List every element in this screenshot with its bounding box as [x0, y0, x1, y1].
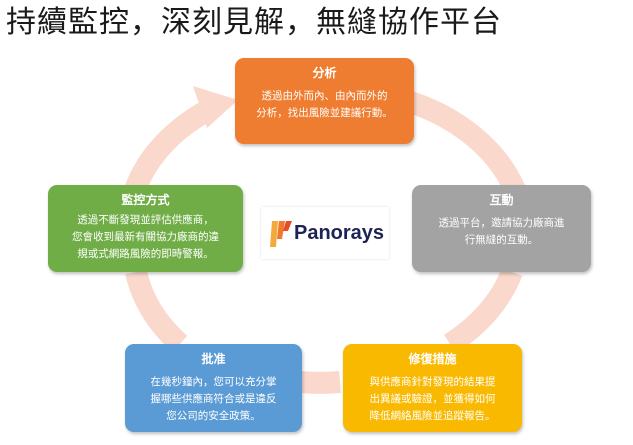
card-remediate-line: 降低網絡風險並追蹤報告。 — [369, 410, 496, 422]
card-analyze-line: 透過由外而內、由內而外的 — [261, 90, 388, 102]
card-analyze-heading: 分析 — [312, 66, 337, 80]
card-interact-line: 透過平台，邀請協力廠商進 — [438, 217, 565, 229]
cycle-arrowhead — [193, 86, 238, 128]
card-monitor-body: 透過不斷發現並評估供應商， 您會收到最新有關協力廠商的違 規或式網路風險的即時警… — [54, 212, 237, 263]
panorays-stripes-icon — [270, 221, 292, 247]
card-approve-heading: 批准 — [201, 352, 226, 366]
card-approve-line: 在幾秒鐘內，您可以充分掌 — [150, 376, 277, 388]
page-title: 持續監控，深刻見解，無縫協作平台 — [6, 5, 502, 40]
card-monitor: 監控方式 透過不斷發現並評估供應商， 您會收到最新有關協力廠商的違 規或式網路風… — [48, 185, 243, 272]
card-monitor-line: 規或式網路風險的即時警報。 — [77, 248, 214, 260]
card-monitor-heading: 監控方式 — [121, 193, 170, 207]
cycle-arc — [124, 98, 218, 195]
card-remediate-line: 與供應商針對發現的結果提 — [369, 376, 496, 388]
card-monitor-line: 您會收到最新有關協力廠商的違 — [72, 231, 219, 243]
card-approve-body: 在幾秒鐘內，您可以充分掌 握哪些供應商符合或是違反 您公司的安全政策。 — [131, 374, 296, 425]
card-remediate-heading: 修復措施 — [408, 352, 457, 366]
card-approve-line: 您公司的安全政策。 — [166, 410, 261, 422]
card-approve: 批准 在幾秒鐘內，您可以充分掌 握哪些供應商符合或是違反 您公司的安全政策。 — [125, 344, 302, 432]
cycle-arc — [125, 269, 188, 353]
card-analyze-line: 分析，找出風險並建議行動。 — [256, 107, 393, 119]
logo-text: Panorays — [294, 222, 385, 244]
card-analyze: 分析 透過由外而內、由內而外的 分析，找出風險並建議行動。 — [235, 58, 414, 144]
card-remediate-body: 與供應商針對發現的結果提 出異議或驗證，並獲得如何 降低網絡風險並追蹤報告。 — [349, 374, 516, 425]
card-approve-line: 握哪些供應商符合或是違反 — [150, 393, 277, 405]
cycle-arc — [299, 371, 341, 394]
cycle-arc — [443, 267, 523, 354]
card-remediate-line: 出異議或驗證，並獲得如何 — [369, 393, 496, 405]
card-analyze-body: 透過由外而內、由內而外的 分析，找出風險並建議行動。 — [241, 88, 408, 122]
card-interact-body: 透過平台，邀請協力廠商進 行無縫的互動。 — [418, 215, 585, 249]
panorays-logo: Panorays — [261, 207, 389, 259]
card-interact-line: 行無縫的互動。 — [464, 234, 539, 246]
card-monitor-line: 透過不斷發現並評估供應商， — [77, 214, 214, 226]
card-remediate: 修復措施 與供應商針對發現的結果提 出異議或驗證，並獲得如何 降低網絡風險並追蹤… — [343, 344, 522, 432]
card-interact: 互動 透過平台，邀請協力廠商進 行無縫的互動。 — [412, 185, 591, 272]
card-interact-heading: 互動 — [489, 193, 514, 207]
